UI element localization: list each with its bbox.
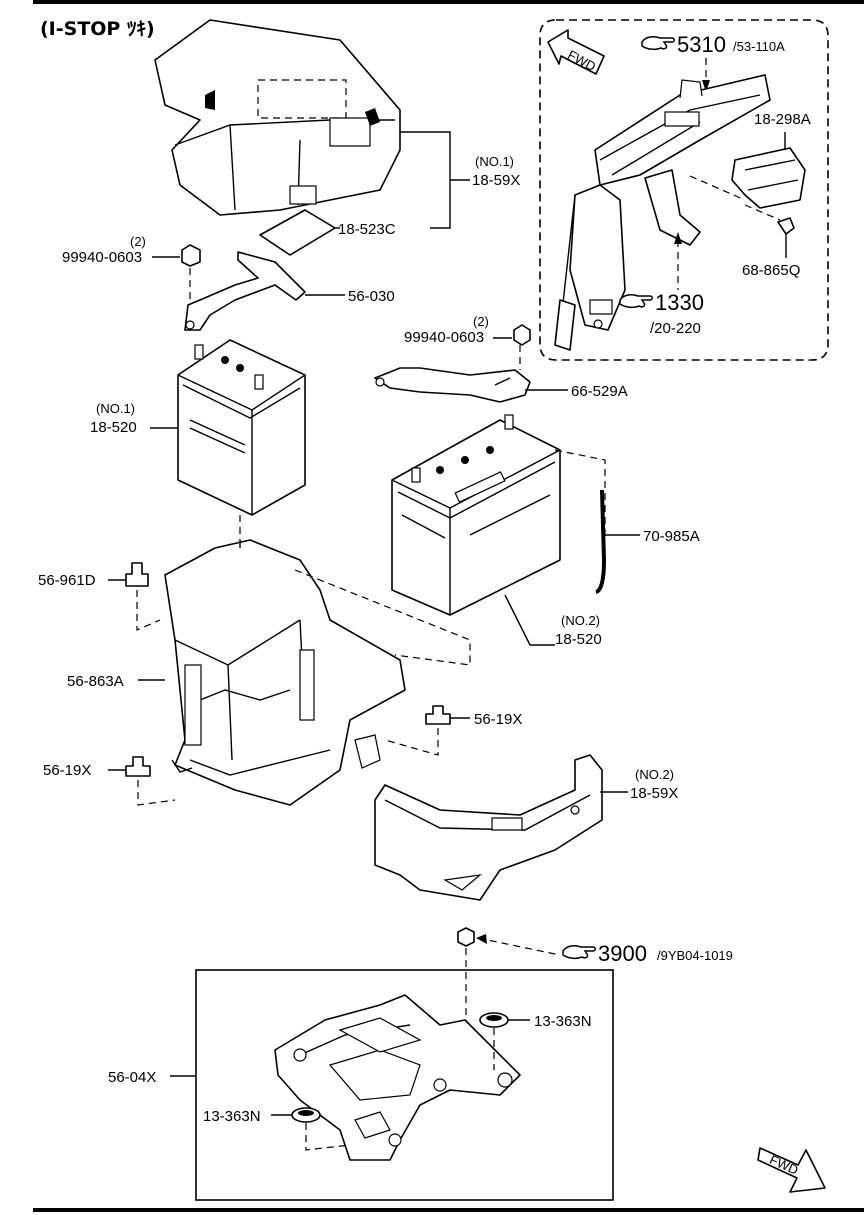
ref-1330-number: 1330 bbox=[655, 290, 704, 315]
base-plate-56-04X bbox=[274, 994, 521, 1161]
label-qty-2-b: (2) bbox=[473, 314, 489, 329]
label-13-363N-right: 13-363N bbox=[534, 1013, 592, 1030]
label-68-865Q: 68-865Q bbox=[742, 262, 800, 279]
battery-tray-56-863A bbox=[164, 539, 406, 806]
pointing-hand-icon-1330 bbox=[619, 294, 653, 309]
inset-part-18-298A bbox=[731, 147, 806, 209]
label-no1-battery: 18-520 bbox=[90, 419, 137, 436]
fwd-arrow-icon: FWD bbox=[547, 29, 605, 75]
nut-a bbox=[181, 244, 201, 267]
battery-no1 bbox=[177, 339, 306, 516]
label-56-19X-right: 56-19X bbox=[474, 711, 522, 728]
label-56-04X: 56-04X bbox=[108, 1069, 156, 1086]
fwd-arrow-icon-bottom: FWD bbox=[757, 1147, 826, 1193]
label-no2-battery: 18-520 bbox=[555, 631, 602, 648]
label-no1-cover-qualifier: (NO.1) bbox=[475, 154, 514, 169]
bolt-56-19X-left bbox=[125, 756, 151, 777]
pointing-hand-icon-3900 bbox=[562, 945, 596, 960]
top-rule bbox=[33, 0, 864, 4]
label-nut-99940-a: 99940-0603 bbox=[62, 249, 142, 266]
nut-b bbox=[513, 324, 531, 346]
bottom-rule bbox=[33, 1208, 864, 1212]
ref-5310-number: 5310 bbox=[677, 32, 726, 57]
pointing-hand-icon bbox=[641, 36, 675, 51]
label-56-961D: 56-961D bbox=[38, 572, 96, 589]
inset-bracket-assembly bbox=[554, 74, 771, 351]
nut-3900 bbox=[457, 927, 475, 947]
label-56-19X-left: 56-19X bbox=[43, 762, 91, 779]
battery-no2 bbox=[391, 414, 561, 616]
fwd-text-bottom: FWD bbox=[767, 1152, 800, 1178]
bolt-56-961D bbox=[125, 562, 149, 587]
label-nut-99940-b: 99940-0603 bbox=[404, 329, 484, 346]
label-56-863A: 56-863A bbox=[67, 673, 124, 690]
ref-5310-sub: /53-110A bbox=[733, 39, 785, 54]
ref-3900-sub: /9YB04-1019 bbox=[657, 948, 733, 963]
leader-no1-cover bbox=[400, 131, 451, 229]
label-66-529A: 66-529A bbox=[571, 383, 628, 400]
label-no2-battery-qualifier: (NO.2) bbox=[561, 613, 600, 628]
label-no2-cover-qualifier: (NO.2) bbox=[635, 767, 674, 782]
ref-3900-number: 3900 bbox=[598, 941, 647, 966]
label-no1-battery-qualifier: (NO.1) bbox=[96, 401, 135, 416]
bolt-56-19X-right bbox=[425, 705, 451, 725]
label-13-363N-left: 13-363N bbox=[203, 1108, 261, 1125]
label-pad bbox=[259, 209, 336, 256]
label-70-985A: 70-985A bbox=[643, 528, 700, 545]
inset-panel: FWD 5310 /53-110A 18-298A bbox=[539, 19, 829, 361]
label-no2-cover: 18-59X bbox=[630, 785, 678, 802]
inset-dashed-border bbox=[539, 19, 829, 361]
hold-down-bracket-56-030 bbox=[184, 251, 306, 331]
hold-down-bracket-66-529A bbox=[374, 367, 531, 403]
label-56-030: 56-030 bbox=[348, 288, 395, 305]
label-18-523C: 18-523C bbox=[338, 221, 396, 238]
label-qty-2-a: (2) bbox=[130, 234, 146, 249]
diagram-header: (I-STOP ﾂｷ) bbox=[40, 18, 155, 40]
label-18-298A: 18-298A bbox=[754, 111, 811, 128]
battery-cover-no1 bbox=[154, 19, 401, 216]
inset-clip bbox=[777, 217, 795, 235]
battery-cover-no2 bbox=[374, 754, 603, 901]
bottom-assembly-box bbox=[195, 969, 614, 1201]
ref-1330-sub: /20-220 bbox=[650, 320, 701, 337]
vent-tube bbox=[595, 489, 607, 594]
label-no1-cover: 18-59X bbox=[472, 172, 520, 189]
